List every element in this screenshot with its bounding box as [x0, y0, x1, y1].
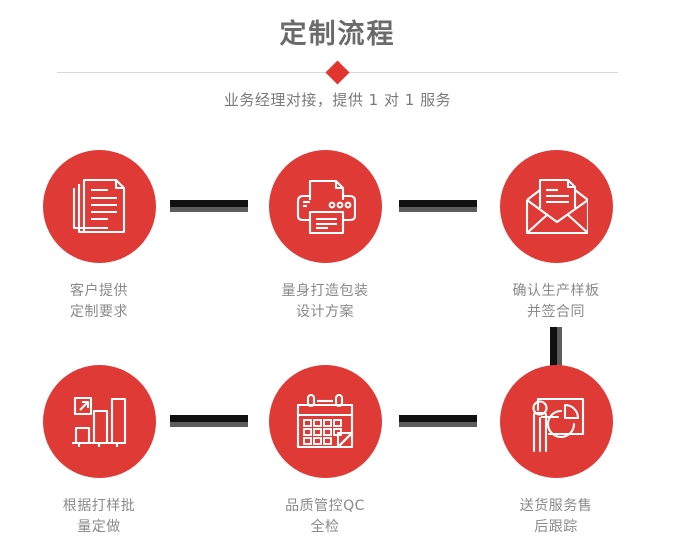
- envelope-letter-icon: [525, 178, 588, 234]
- step-icon-circle: [499, 365, 613, 478]
- page-header: 定制流程 业务经理对接，提供 1 对 1 服务: [0, 0, 675, 125]
- step-label: 客户提供 定制要求: [70, 283, 128, 320]
- calendar-icon: [296, 393, 354, 448]
- connector-shadow: [170, 422, 248, 427]
- diamond-ornament-icon: [325, 59, 350, 85]
- process-step-3[interactable]: 确认生产样板 并签合同: [466, 150, 646, 323]
- page-title: 定制流程: [279, 19, 396, 50]
- connector-step4-step5: [170, 415, 248, 427]
- documents-stack-icon: [72, 178, 126, 233]
- step-icon-circle: [42, 365, 156, 478]
- process-step-6[interactable]: 送货服务售 后跟踪: [466, 365, 646, 538]
- process-step-4[interactable]: 根据打样批 量定做: [9, 365, 189, 538]
- process-step-1[interactable]: 客户提供 定制要求: [9, 150, 189, 323]
- step-icon-circle: [499, 150, 613, 263]
- connector-bar: [399, 415, 477, 422]
- connector-shadow: [399, 207, 477, 212]
- step-label: 确认生产样板 并签合同: [512, 283, 600, 320]
- step-icon-circle: [42, 150, 156, 263]
- title-divider: [57, 59, 618, 85]
- step-label: 根据打样批 量定做: [62, 498, 136, 535]
- connector-shadow: [170, 207, 248, 212]
- connector-bar: [170, 200, 248, 207]
- connector-shadow: [557, 327, 562, 369]
- step-label: 品质管控QC 全检: [285, 498, 365, 535]
- presenter-piechart-icon: [532, 397, 585, 452]
- printer-icon: [296, 179, 356, 234]
- page-subtitle: 业务经理对接，提供 1 对 1 服务: [223, 91, 452, 109]
- connector-bar: [399, 200, 477, 207]
- connector-bar: [550, 327, 557, 369]
- connector-shadow: [399, 422, 477, 427]
- process-step-5[interactable]: 品质管控QC 全检: [235, 365, 415, 538]
- step-icon-circle: [268, 365, 382, 478]
- process-step-2[interactable]: 量身打造包装 设计方案: [235, 150, 415, 323]
- step-label: 送货服务售 后跟踪: [519, 498, 593, 535]
- connector-step2-step3: [399, 200, 477, 212]
- connector-step3-step6: [550, 327, 562, 369]
- step-label: 量身打造包装 设计方案: [281, 283, 369, 320]
- step-icon-circle: [268, 150, 382, 263]
- connector-step5-step6: [399, 415, 477, 427]
- process-flow: 客户提供 定制要求: [0, 150, 675, 550]
- bar-chart-growth-icon: [72, 396, 127, 447]
- connector-step1-step2: [170, 200, 248, 212]
- connector-bar: [170, 415, 248, 422]
